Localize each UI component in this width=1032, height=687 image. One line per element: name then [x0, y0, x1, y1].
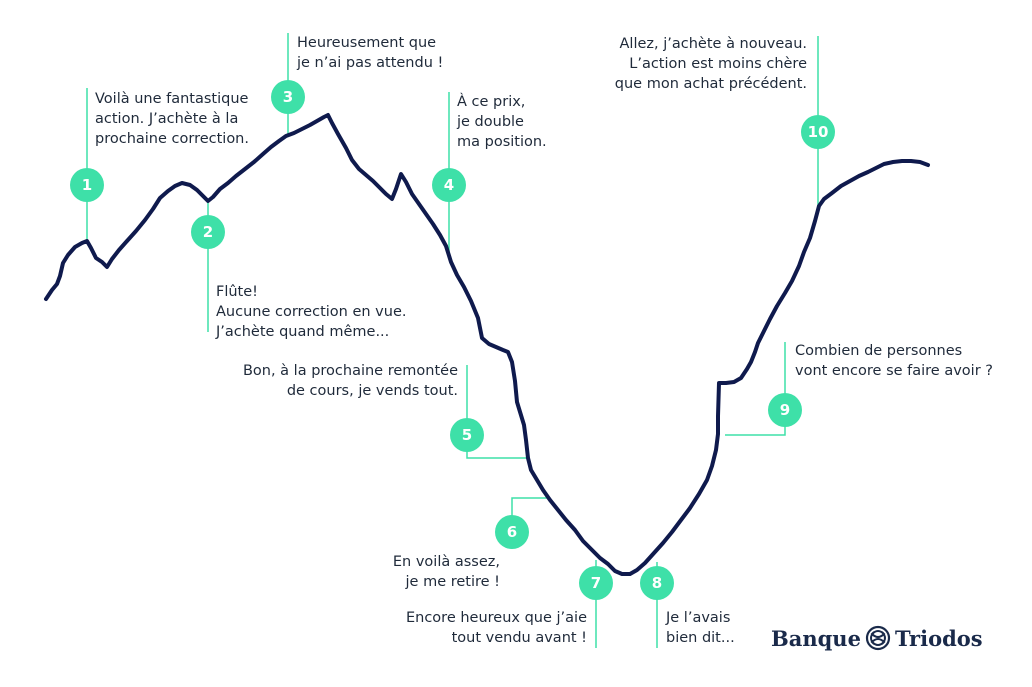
- badge-4: 4: [432, 168, 466, 202]
- leader-line-6: [511, 497, 548, 517]
- annotation-8-text: Je l’avais bien dit...: [666, 610, 735, 646]
- badge-6: 6: [495, 515, 529, 549]
- brand-name-left: Banque: [771, 625, 861, 651]
- price-curve: [44, 113, 930, 576]
- annotation-2-text: Flûte! Aucune correction en vue. J’achèt…: [216, 284, 407, 340]
- leader-line-9: [725, 342, 786, 436]
- badge-3: 3: [271, 80, 305, 114]
- badge-5: 5: [450, 418, 484, 452]
- triodos-knot-icon: [865, 625, 891, 651]
- annotation-7-text: Encore heureux que j’aie tout vendu avan…: [405, 610, 587, 646]
- brand-name-right: Triodos: [894, 625, 983, 651]
- leader-line-5: [466, 365, 528, 459]
- badge-8: 8: [640, 566, 674, 600]
- badge-1: 1: [70, 168, 104, 202]
- badge-10: 10: [801, 115, 835, 149]
- badge-7: 7: [579, 566, 613, 600]
- annotation-9-text: Combien de personnes vont encore se fair…: [795, 343, 993, 379]
- annotation-6-text: En voilà assez, je me retire !: [392, 554, 500, 590]
- annotation-1-text: Voilà une fantastique action. J’achète à…: [95, 91, 249, 147]
- brand-logo: Banque Triodos: [771, 620, 983, 656]
- annotation-10-text: Allez, j’achète à nouveau. L’action est …: [614, 36, 807, 92]
- badge-9: 9: [768, 393, 802, 427]
- annotation-5-text: Bon, à la prochaine remontée de cours, j…: [242, 363, 458, 399]
- badge-2: 2: [191, 215, 225, 249]
- annotation-4-text: À ce prix, je double ma position.: [457, 94, 547, 150]
- annotation-3-text: Heureusement que je n’ai pas attendu !: [297, 35, 444, 71]
